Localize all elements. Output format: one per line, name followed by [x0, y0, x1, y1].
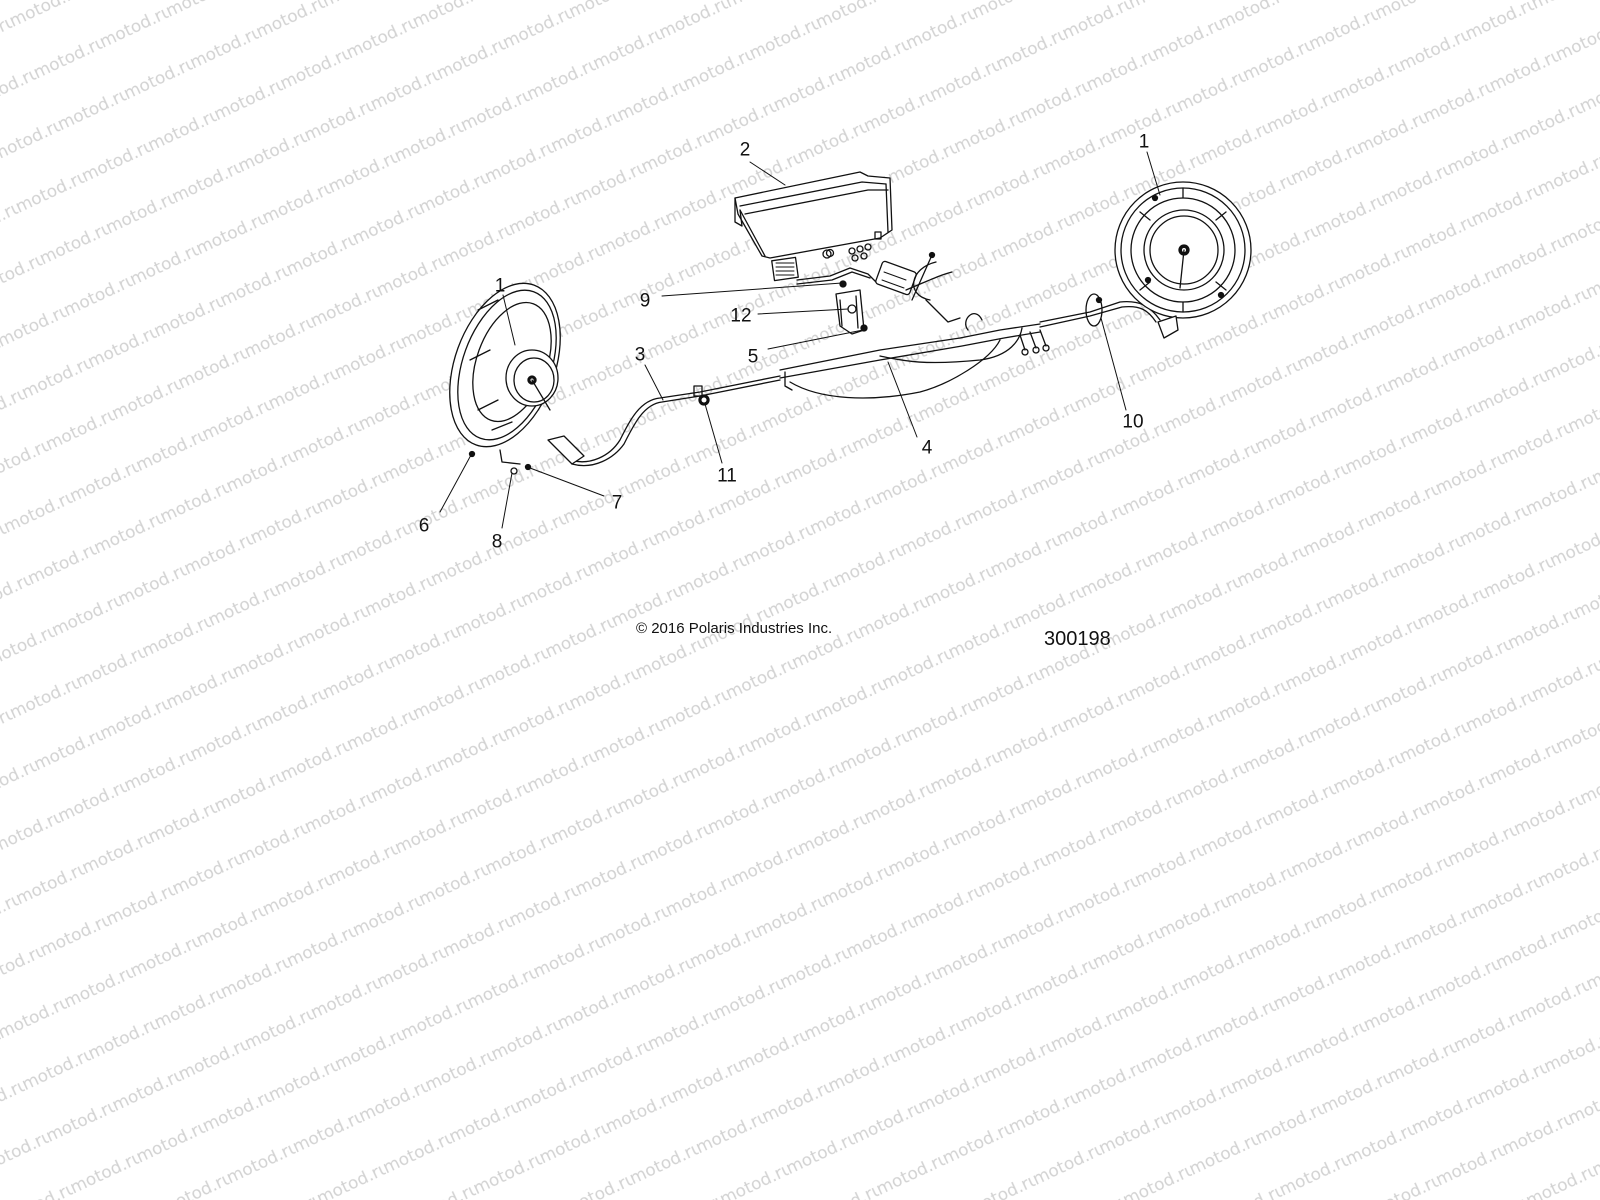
callout-2-radio-head-unit[interactable]: 2 [739, 139, 751, 161]
main-harness[interactable] [779, 300, 1161, 399]
callout-6-screw[interactable]: 6 [418, 515, 430, 537]
callout-1-left-speaker[interactable]: 1 [494, 275, 506, 297]
callout-10-clamp[interactable]: 10 [1122, 411, 1144, 433]
radio-head-unit[interactable] [734, 171, 893, 282]
callout-7-nut[interactable]: 7 [611, 492, 623, 514]
speaker-right[interactable] [1114, 181, 1252, 339]
callout-4-main-harness[interactable]: 4 [921, 437, 933, 459]
figure-number: 300198 [1044, 628, 1111, 650]
callout-9-nut[interactable]: 9 [639, 290, 651, 312]
callout-5-nut[interactable]: 5 [747, 346, 759, 368]
callout-12-bracket-bolt[interactable]: 12 [730, 305, 752, 327]
copyright-notice: © 2016 Polaris Industries Inc. [636, 620, 833, 637]
callout-11-clip[interactable]: 11 [717, 465, 737, 487]
callout-8-washer[interactable]: 8 [491, 531, 503, 553]
callout-3-speaker-harness[interactable]: 3 [634, 344, 646, 366]
callout-1-right-speaker[interactable]: 1 [1138, 131, 1150, 153]
speaker-harness-left[interactable] [547, 375, 781, 467]
harness-clip[interactable] [693, 385, 710, 406]
mounting-bracket[interactable] [825, 248, 868, 335]
head-unit-pigtail [796, 251, 961, 323]
